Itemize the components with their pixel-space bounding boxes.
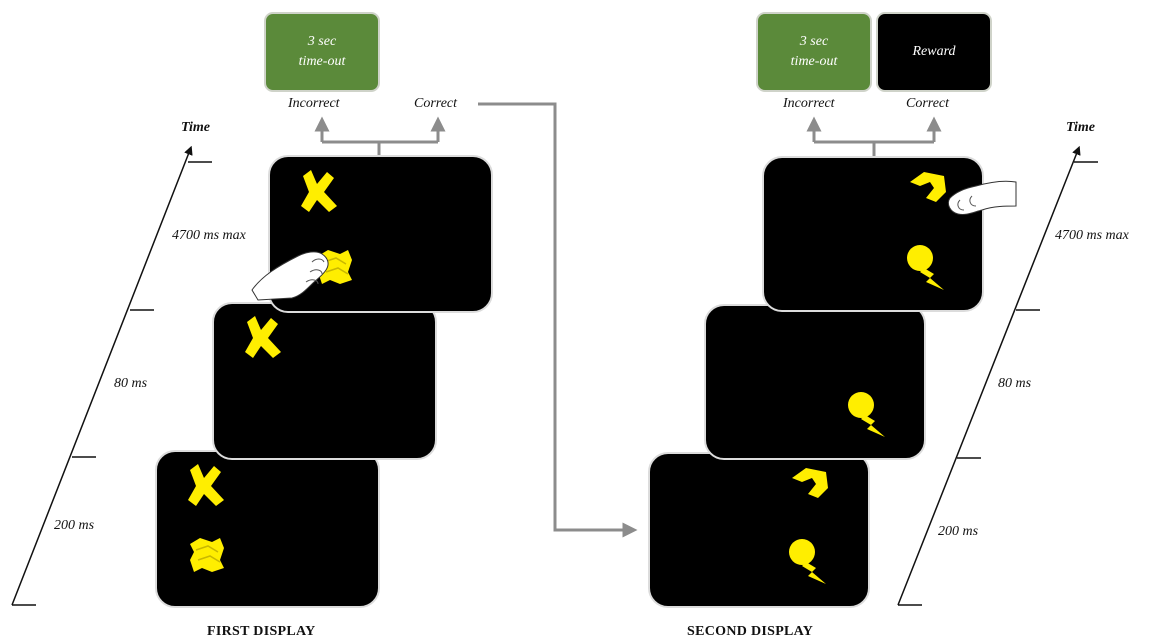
correct-to-second-display-arrow: [478, 102, 638, 538]
second-correct-label: Correct: [906, 96, 950, 111]
second-time-axis: [897, 145, 1098, 606]
first-choice-k-shape: [301, 170, 337, 212]
first-timeout-box: 3 sec time-out: [264, 12, 380, 92]
first-correct-label: Correct: [414, 96, 458, 111]
reward-label: Reward: [912, 44, 956, 59]
second-timeout-box: 3 sec time-out: [756, 12, 872, 92]
first-time-axis: [11, 145, 212, 606]
second-sample-bulb-shape: [789, 539, 826, 584]
second-incorrect-label: Incorrect: [783, 96, 835, 111]
first-time-title: Time: [181, 120, 211, 135]
second-timeout-line1: 3 sec: [799, 34, 829, 49]
second-choice-chevron-shape: [910, 172, 946, 202]
first-outcome-arrows: [314, 116, 446, 155]
second-screen-choice: [762, 156, 984, 312]
first-sample-k-shape: [188, 464, 224, 506]
first-timeout-line1: 3 sec: [307, 34, 337, 49]
second-screen-delay: [704, 304, 926, 460]
first-incorrect-label: Incorrect: [288, 96, 340, 111]
second-choice-bulb-shape: [907, 245, 944, 290]
second-phase-80: 80 ms: [998, 376, 1032, 391]
first-phase-200: 200 ms: [54, 518, 95, 533]
first-timeout-line2: time-out: [298, 54, 346, 69]
first-phase-80: 80 ms: [114, 376, 148, 391]
second-hand-icon: [947, 180, 1017, 215]
second-phase-4700: 4700 ms max: [1055, 228, 1129, 243]
first-sample-crumpled-shape: [189, 537, 225, 573]
second-screen-sample: [648, 452, 870, 608]
reward-box: Reward: [876, 12, 992, 92]
second-phase-200: 200 ms: [938, 524, 979, 539]
first-delay-k-shape: [245, 316, 281, 358]
first-phase-4700: 4700 ms max: [172, 228, 246, 243]
first-hand-icon: [251, 251, 329, 301]
second-display-caption: SECOND DISPLAY: [687, 624, 814, 639]
first-display-caption: FIRST DISPLAY: [207, 624, 316, 639]
second-delay-bulb-shape: [848, 392, 885, 437]
second-sample-chevron-shape: [792, 468, 828, 498]
second-timeout-line2: time-out: [790, 54, 838, 69]
second-time-title: Time: [1066, 120, 1096, 135]
second-outcome-arrows: [806, 116, 942, 156]
